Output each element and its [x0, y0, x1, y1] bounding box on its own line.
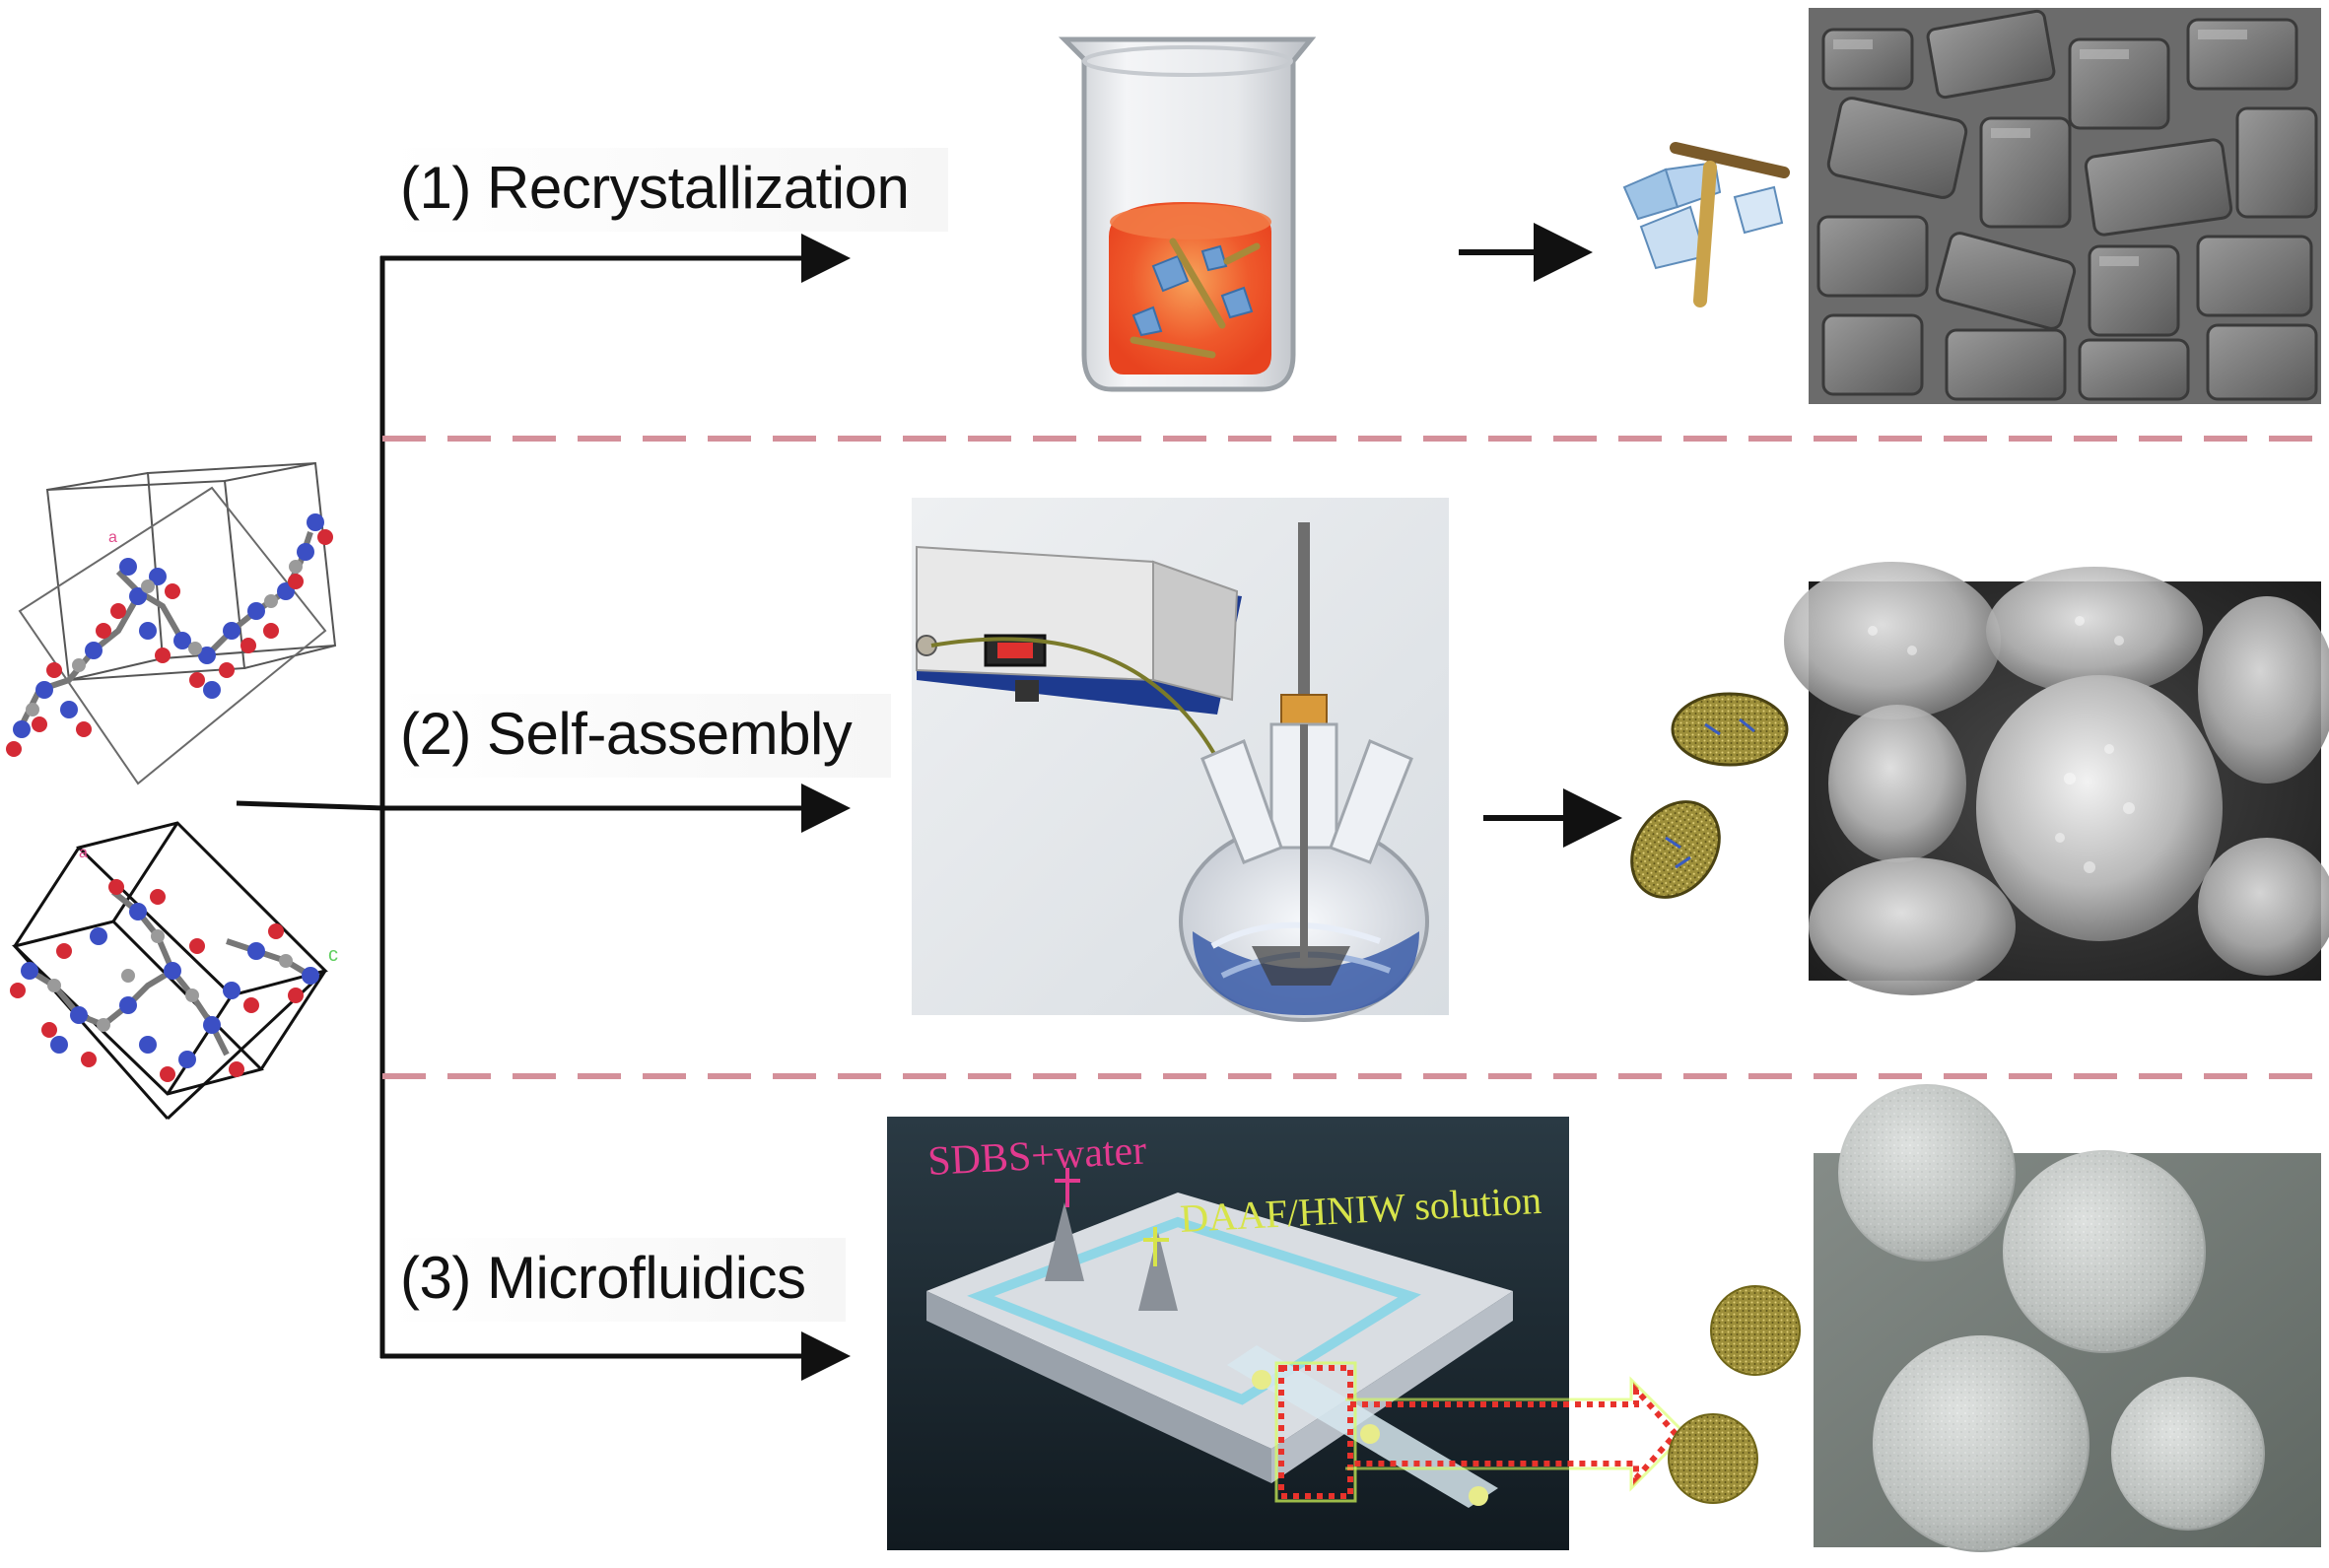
microfluidic-chip-icon: SDBS+water DAAF/HNIW solution [887, 1117, 1688, 1550]
particle-icon [1630, 692, 1789, 899]
sem-micrograph-icon [1814, 1084, 2321, 1552]
method-label-self-assembly: (2) Self-assembly [386, 694, 892, 778]
beaker-icon [1058, 36, 1317, 392]
crystal-structure-icon: a a c [6, 461, 338, 1121]
axis-label-a-upper: a [108, 529, 117, 546]
sem-micrograph-icon [1784, 562, 2329, 995]
method-label-recrystallization: (1) Recrystallization [386, 148, 949, 232]
axis-label-a-lower: a [79, 845, 88, 861]
branch-lines [236, 234, 851, 1381]
axis-label-c: c [328, 944, 338, 966]
stir-apparatus-icon [912, 498, 1449, 1022]
particle-icon [1668, 1285, 1801, 1504]
sem-micrograph-icon [1809, 8, 2321, 404]
method-label-microfluidics: (3) Microfluidics [386, 1238, 846, 1322]
particle-icon [1622, 142, 1790, 307]
